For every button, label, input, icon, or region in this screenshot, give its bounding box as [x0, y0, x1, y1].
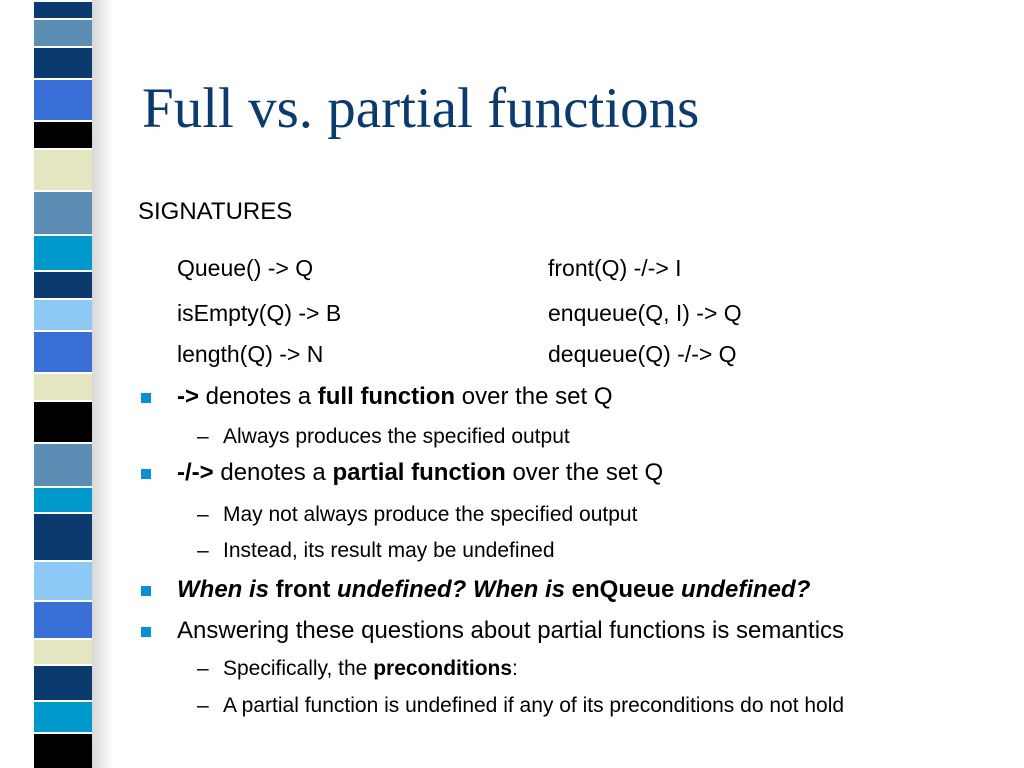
- stripe-block: [34, 330, 100, 372]
- question-text: undefined? When is: [337, 576, 565, 603]
- stripe-block: [34, 600, 100, 638]
- sub-bullet-text: :: [512, 657, 518, 680]
- signature-left-2: isEmpty(Q) -> B: [177, 300, 342, 326]
- bullet-text: over the set Q: [505, 459, 664, 486]
- signature-left-3: length(Q) -> N: [177, 341, 324, 367]
- decorative-stripe: [0, 0, 114, 768]
- sub-bullet-always: Always produces the specified output: [223, 425, 570, 448]
- question-text: When is: [177, 576, 270, 603]
- stripe-block: [34, 78, 100, 120]
- bullet-square-icon: [141, 469, 151, 479]
- stripe-block: [34, 732, 100, 768]
- dash-marker: –: [197, 539, 209, 562]
- stripe-block: [34, 270, 98, 298]
- stripe-block: [34, 0, 98, 18]
- enqueue-keyword: enQueue: [565, 576, 682, 603]
- bullet-square-icon: [141, 627, 151, 637]
- sub-bullet-may-not: May not always produce the specified out…: [223, 503, 638, 526]
- stripe-block: [34, 148, 98, 190]
- sub-bullet-text: Specifically, the: [223, 657, 374, 680]
- question-text: undefined?: [681, 576, 811, 603]
- bullet-partial-function: -/-> denotes a partial function over the…: [177, 461, 663, 485]
- stripe-block: [34, 120, 96, 148]
- sub-bullet-preconditions: Specifically, the preconditions:: [223, 658, 518, 679]
- preconditions-term: preconditions: [373, 657, 513, 680]
- slide-title: Full vs. partial functions: [142, 77, 700, 140]
- stripe-block: [34, 400, 98, 442]
- full-arrow-symbol: ->: [177, 383, 200, 410]
- signature-right-1: front(Q) -/-> I: [548, 255, 682, 281]
- sub-bullet-undefined-if: A partial function is undefined if any o…: [223, 694, 845, 717]
- stripe-block: [34, 560, 96, 600]
- bullet-text: denotes a: [213, 459, 333, 486]
- stripe-block: [34, 664, 98, 700]
- dash-marker: –: [197, 657, 209, 680]
- stripe-block: [34, 46, 98, 78]
- bullet-square-icon: [141, 393, 151, 403]
- bullet-question: When is front undefined? When is enQueue…: [177, 578, 810, 602]
- partial-arrow-symbol: -/->: [177, 459, 214, 486]
- full-function-term: full function: [317, 383, 456, 410]
- stripe-block: [34, 372, 96, 400]
- front-keyword: front: [269, 576, 337, 603]
- dash-marker: –: [197, 694, 209, 717]
- signature-left-1: Queue() -> Q: [177, 255, 314, 281]
- section-label: SIGNATURES: [138, 198, 293, 225]
- bullet-full-function: -> denotes a full function over the set …: [177, 385, 612, 409]
- stripe-block: [34, 512, 98, 560]
- bullet-square-icon: [141, 586, 151, 596]
- stripe-block: [34, 18, 96, 46]
- stripe-shadow: [92, 0, 114, 768]
- bullet-text: denotes a: [199, 383, 318, 410]
- stripe-block: [34, 700, 96, 732]
- dash-marker: –: [197, 503, 209, 526]
- stripe-block: [34, 190, 96, 234]
- stripe-block: [34, 298, 96, 330]
- stripe-block: [34, 234, 100, 270]
- bullet-text: over the set Q: [455, 383, 613, 410]
- partial-function-term: partial function: [332, 459, 506, 486]
- stripe-block: [34, 638, 96, 664]
- signature-right-2: enqueue(Q, I) -> Q: [548, 300, 742, 326]
- stripe-block: [34, 486, 100, 512]
- dash-marker: –: [197, 425, 209, 448]
- signature-right-3: dequeue(Q) -/-> Q: [548, 341, 737, 367]
- sub-bullet-undefined: Instead, its result may be undefined: [223, 539, 555, 562]
- bullet-semantics: Answering these questions about partial …: [177, 617, 845, 644]
- stripe-block: [34, 442, 96, 486]
